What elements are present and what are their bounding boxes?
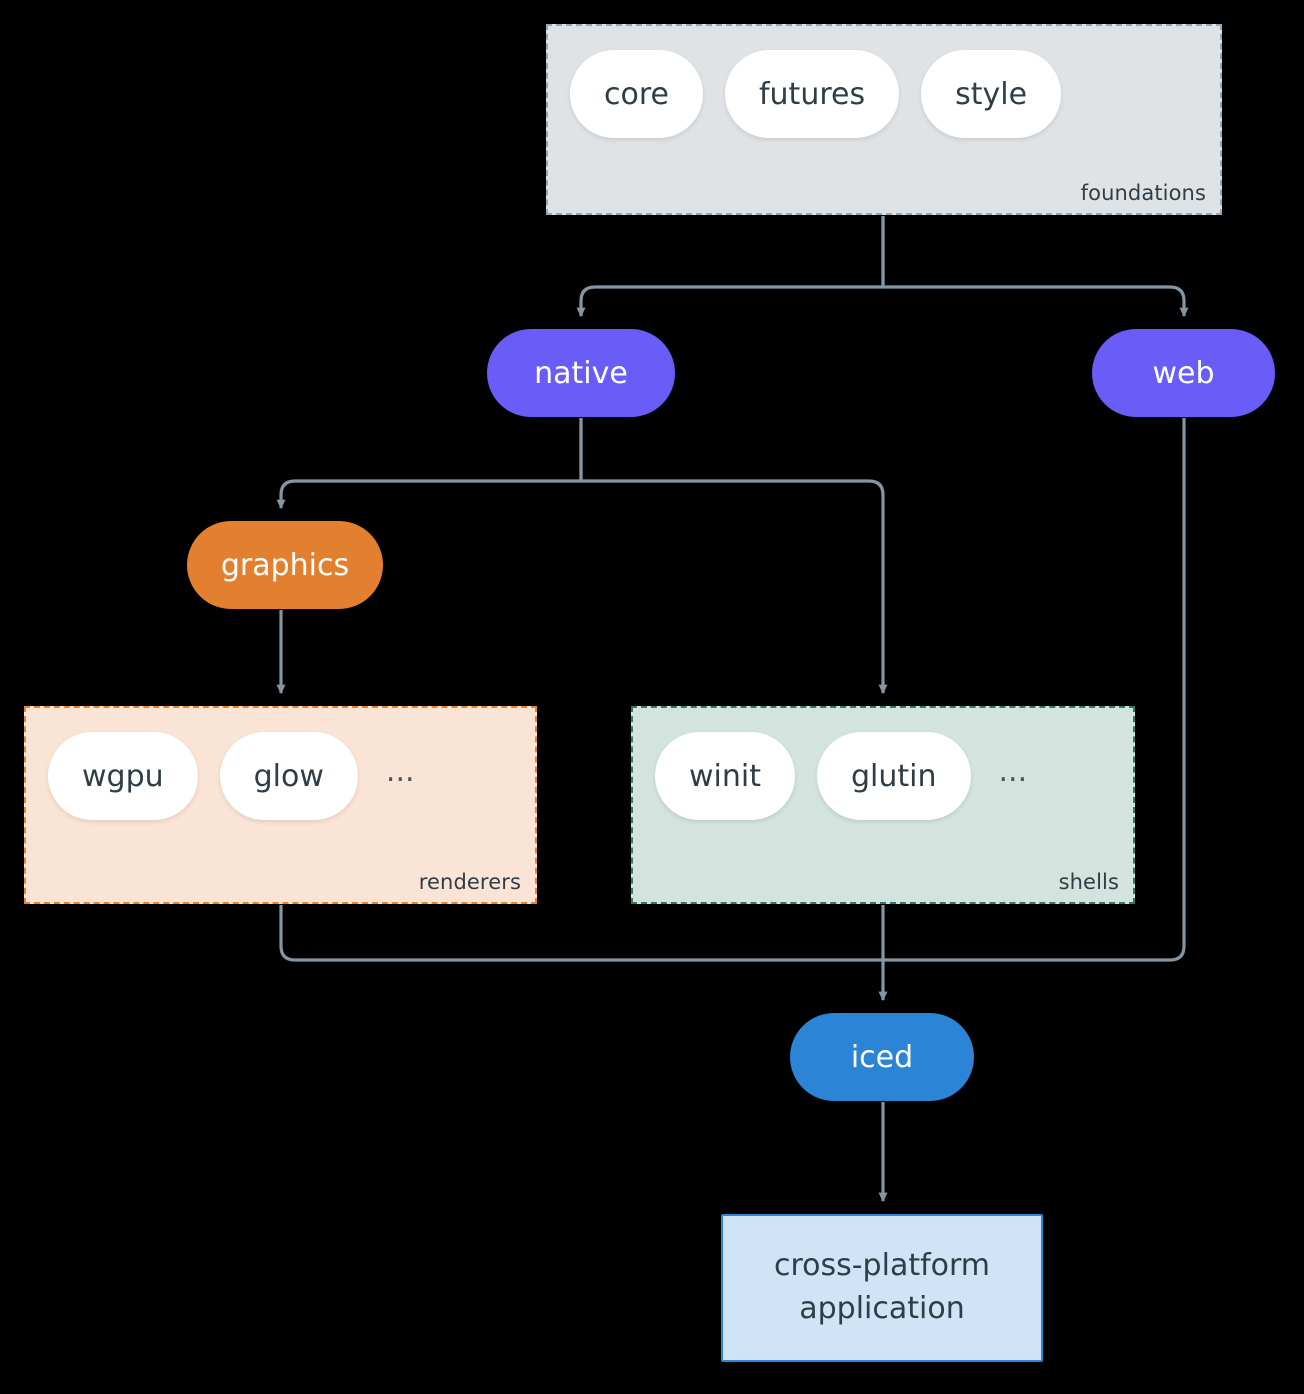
- group-renderers: wgpu glow ... renderers: [24, 706, 537, 904]
- node-app-label-line2: application: [799, 1291, 965, 1326]
- group-label-foundations: foundations: [1080, 181, 1206, 205]
- pill-wgpu[interactable]: wgpu: [48, 732, 198, 820]
- pill-style[interactable]: style: [921, 50, 1062, 138]
- group-foundations: core futures style foundations: [546, 24, 1222, 215]
- shells-items: winit glutin ...: [655, 732, 1033, 820]
- edge-foundations-web: [881, 216, 1189, 318]
- group-shells: winit glutin ... shells: [631, 706, 1135, 904]
- edge-native-graphics: [276, 418, 583, 510]
- pill-core[interactable]: core: [570, 50, 703, 138]
- node-graphics[interactable]: graphics: [187, 521, 383, 609]
- node-native[interactable]: native: [487, 329, 675, 417]
- edge-native-shells: [579, 418, 888, 695]
- pill-futures[interactable]: futures: [724, 50, 900, 138]
- pill-winit[interactable]: winit: [655, 732, 795, 820]
- foundations-items: core futures style: [570, 50, 1062, 138]
- node-iced-label: iced: [850, 1039, 914, 1075]
- node-cross-platform-application[interactable]: cross-platform application: [721, 1214, 1043, 1362]
- node-web-label: web: [1152, 355, 1215, 391]
- edge-renderers-iced: [279, 905, 883, 962]
- node-graphics-label: graphics: [220, 547, 350, 583]
- shells-more-ellipsis: ...: [998, 754, 1028, 789]
- group-label-shells: shells: [1058, 870, 1119, 894]
- renderers-items: wgpu glow ...: [48, 732, 421, 820]
- node-app-label-line1: cross-platform: [773, 1248, 991, 1284]
- pill-glutin[interactable]: glutin: [816, 732, 971, 820]
- edge-foundations-native: [576, 216, 885, 318]
- node-iced[interactable]: iced: [790, 1013, 974, 1101]
- pill-glow[interactable]: glow: [219, 732, 358, 820]
- node-web[interactable]: web: [1092, 329, 1275, 417]
- group-label-renderers: renderers: [418, 870, 521, 894]
- node-native-label: native: [534, 355, 628, 391]
- renderers-more-ellipsis: ...: [385, 754, 415, 789]
